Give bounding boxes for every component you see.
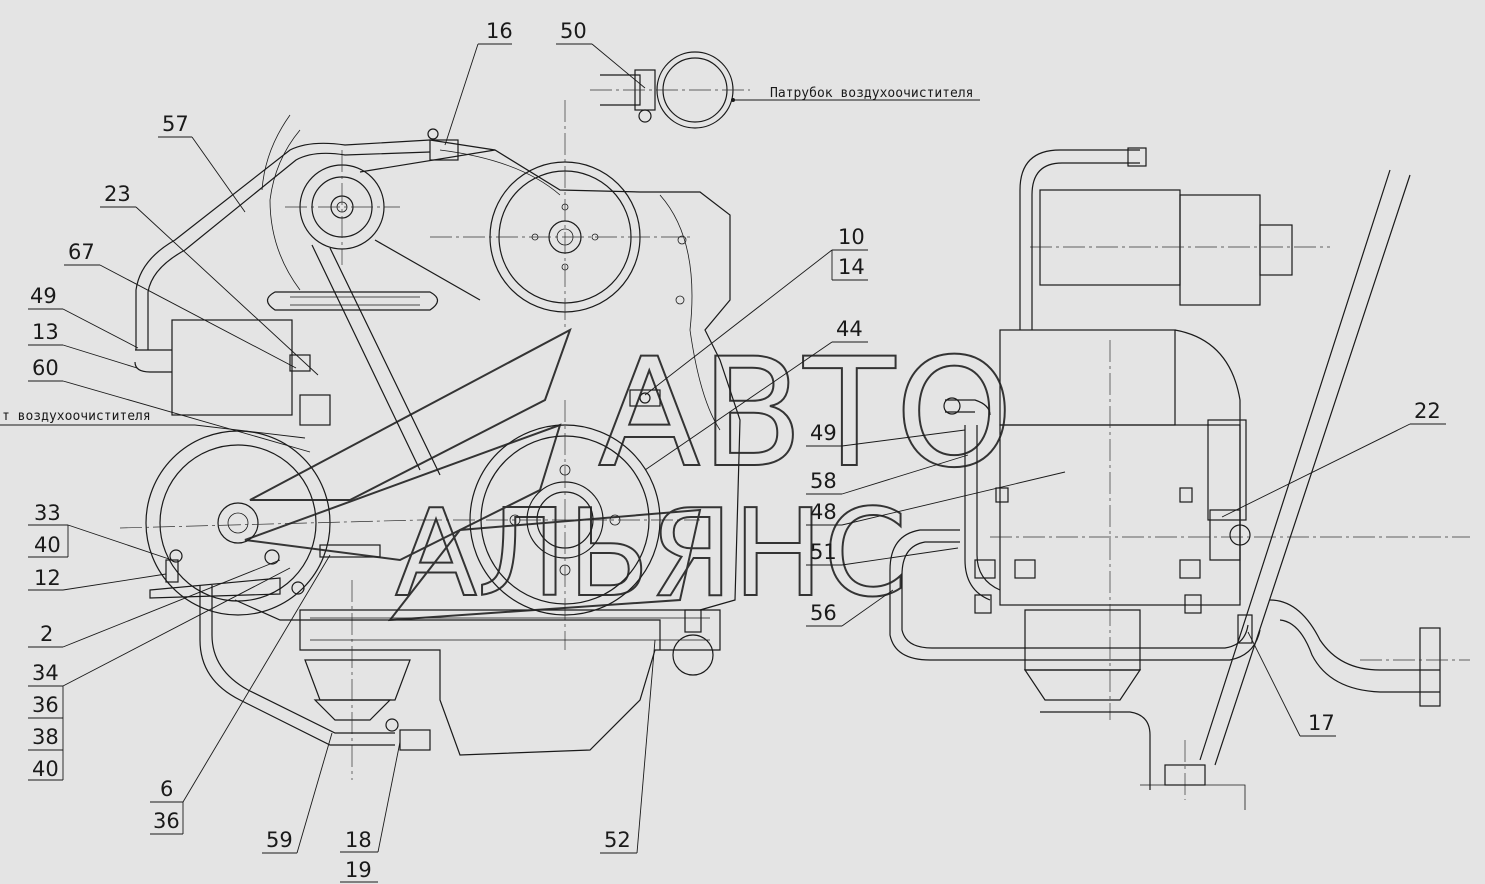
callout-48: 48 [810,500,837,524]
engine-block [999,424,1241,606]
right-view [889,147,1470,810]
watermark: АВТО АЛЬЯНС [244,326,1014,625]
callout-19: 19 [345,858,372,882]
callout-49-left: 49 [30,284,57,308]
callout-58: 58 [810,469,837,493]
callout-40-bottom: 40 [32,757,59,781]
cylinder-head [999,329,1176,426]
air-filter-box [171,319,293,416]
compressor-body [1039,189,1181,286]
cover-outline [429,139,741,611]
callouts: 16 50 57 23 67 49 13 60 33 40 12 2 [28,19,1446,883]
callout-12: 12 [34,566,61,590]
callout-44: 44 [836,317,863,341]
callout-13: 13 [32,320,59,344]
callout-2: 2 [40,622,53,646]
callout-10: 10 [838,225,865,249]
hose-57 [135,139,431,350]
callout-40-top: 40 [34,533,61,557]
adjuster-bracket [266,291,439,311]
callout-67: 67 [68,240,95,264]
callout-60: 60 [32,356,59,380]
callout-33: 33 [34,501,61,525]
belt [311,244,441,476]
callout-52: 52 [604,828,631,852]
callout-56: 56 [810,601,837,625]
callout-49-right: 49 [810,421,837,445]
callout-34: 34 [32,661,59,685]
callout-57: 57 [162,112,189,136]
hose-right-top [1019,149,1140,330]
left-view [119,51,750,780]
callout-14: 14 [838,255,865,279]
watermark-swoosh-top [249,327,572,501]
bolt-16 [429,139,459,161]
callout-16: 16 [486,19,513,43]
watermark-line1: АВТО [598,327,1013,501]
hose-59 [199,585,395,746]
callout-50: 50 [560,19,587,43]
engine-mount [304,659,411,701]
callout-18: 18 [345,828,372,852]
note-air-cleaner: т воздухоочистителя [2,409,151,424]
callout-59: 59 [266,828,293,852]
callout-22: 22 [1414,399,1441,423]
note-air-inlet-pipe: Патрубок воздухоочистителя [770,86,974,101]
exhaust-pipe [1269,599,1440,671]
hose-56 [889,529,1261,661]
callout-38: 38 [32,725,59,749]
callout-17: 17 [1308,711,1335,735]
callout-23: 23 [104,182,131,206]
watermark-line2: АЛЬЯНС [395,485,907,624]
callout-36-a: 36 [32,693,59,717]
frame-beam [1199,169,1411,766]
drain-plug [672,634,714,676]
callout-6: 6 [160,777,173,801]
oil-pan [299,609,721,756]
callout-36-b: 36 [153,809,180,833]
callout-51: 51 [810,540,837,564]
